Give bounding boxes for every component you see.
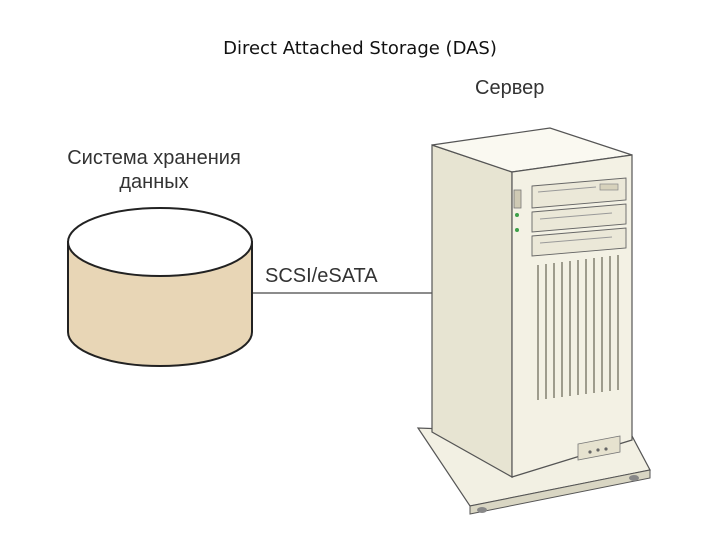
- diagram-title: Direct Attached Storage (DAS): [223, 38, 497, 59]
- storage-label-line2: данных: [119, 171, 189, 193]
- front-badge: [577, 435, 621, 461]
- server-label: Сервер: [475, 77, 545, 99]
- power-button: [513, 189, 522, 209]
- drive-bays: [531, 177, 627, 257]
- storage-label: Система хранения данных: [40, 146, 268, 194]
- cylinder-body: [67, 241, 253, 367]
- storage-cylinder: [67, 207, 253, 367]
- led-icon: [515, 228, 519, 232]
- server-tower: [416, 127, 651, 515]
- led-icon: [515, 213, 519, 217]
- storage-label-line1: Система хранения: [67, 147, 241, 169]
- connection-label: SCSI/eSATA: [265, 265, 378, 287]
- server-side: [431, 144, 513, 479]
- vent-slots: [537, 255, 619, 400]
- cylinder-top: [67, 207, 253, 277]
